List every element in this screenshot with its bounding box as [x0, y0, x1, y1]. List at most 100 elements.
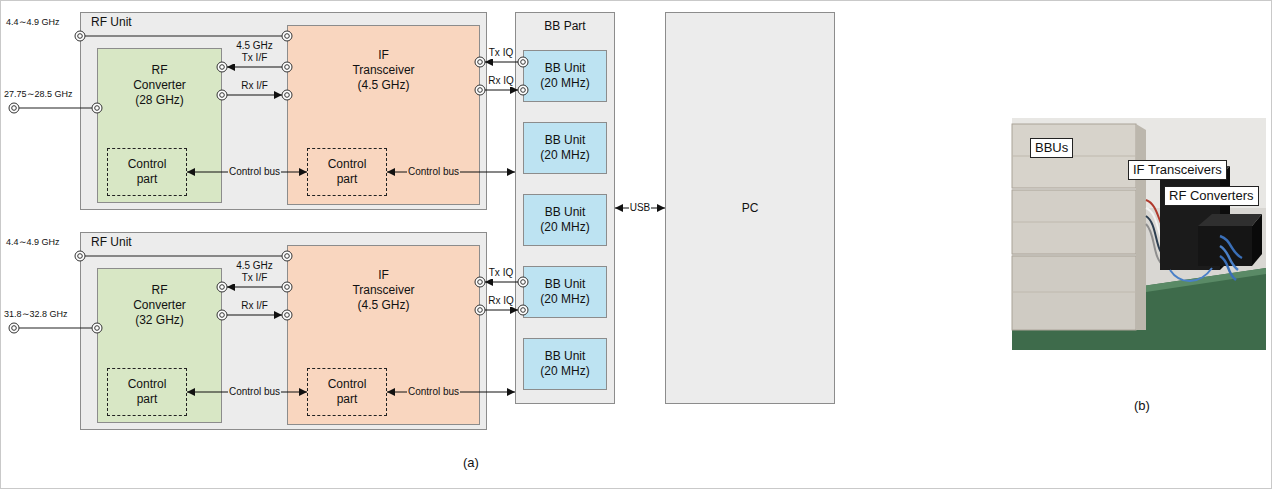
node-text: BB Part: [544, 19, 585, 34]
port-symbol: [282, 310, 292, 320]
edge-label: Rx I/F: [241, 80, 268, 92]
rx-iq-arrow: [485, 309, 518, 310]
edge-label: Rx IQ: [488, 295, 514, 307]
edge-label-patch: Control bus: [228, 166, 281, 178]
rf-box-side: [1252, 214, 1262, 266]
rf-unit: RF Unit RF Converter (28 GHz) Control part…: [80, 12, 487, 210]
frequency-label-box: 4.4∼4.9 GHz: [5, 16, 61, 28]
node-text: PC: [742, 201, 759, 216]
port-symbol: [282, 90, 292, 100]
port-symbol: [475, 277, 485, 287]
bb-unit: BB Unit (20 MHz): [523, 194, 607, 246]
frequency-label: 27.75∼28.5 GHz: [4, 88, 73, 100]
port-symbol: [518, 277, 528, 287]
port-symbol: [92, 103, 102, 113]
bb-unit: BB Unit (20 MHz): [523, 50, 607, 102]
rf-unit-wires: [19, 36, 282, 328]
frequency-label: 4.4∼4.9 GHz: [6, 16, 60, 28]
edge-label-patch: 4.5 GHz Tx I/F: [232, 260, 278, 284]
port-symbol: [92, 323, 102, 333]
node-text: Control part: [322, 157, 372, 187]
edge-label-patch: Rx IQ: [487, 295, 515, 307]
edge-label-patch: Rx I/F: [240, 80, 269, 92]
pc-box: PC: [665, 12, 835, 404]
photo-label: IF Transceivers: [1128, 160, 1227, 180]
node-text: IF Transceiver (4.5 GHz): [349, 268, 419, 313]
node-text: IF Transceiver (4.5 GHz): [349, 48, 419, 93]
bb-part: BB Part BB Unit (20 MHz) BB Unit (20 MHz) B…: [515, 12, 615, 404]
node-text: RF Converters: [1169, 188, 1254, 204]
bb-unit: BB Unit (20 MHz): [523, 122, 607, 174]
edge-label-patch: 4.5 GHz Tx I/F: [232, 40, 278, 64]
bbu-side: [1136, 124, 1146, 330]
node-text: BBUs: [1035, 140, 1068, 156]
port-symbol: [475, 305, 485, 315]
rf-converter: RF Converter (28 GHz) Control part: [97, 48, 222, 203]
edge-label-patch: Control bus: [407, 386, 460, 398]
bbu-seam: [1012, 222, 1136, 223]
photo-label: RF Converters: [1164, 186, 1259, 206]
bbu-seam: [1012, 292, 1136, 293]
if-transceiver: IF Transceiver (4.5 GHz) Control part: [287, 25, 480, 205]
bb-unit: BB Unit (20 MHz): [523, 266, 607, 318]
port-symbol: [217, 310, 227, 320]
edge-label-patch: Rx IQ: [487, 75, 515, 87]
rx-iq-arrow: [485, 89, 518, 90]
bbu-chassis: [1012, 190, 1136, 254]
port-symbol: [9, 103, 19, 113]
edge-label: Control bus: [408, 386, 459, 398]
frequency-label: 31.8∼32.8 GHz: [4, 308, 68, 320]
edge-label: Tx IQ: [489, 47, 513, 59]
port-symbol: [9, 323, 19, 333]
wire: [85, 255, 282, 256]
edge-label-patch: Tx IQ: [488, 267, 514, 279]
port-symbol: [75, 251, 85, 261]
panel-label-box: (b): [1133, 398, 1151, 414]
port-symbol: [282, 62, 292, 72]
frequency-label: 4.4∼4.9 GHz: [6, 236, 60, 248]
node-text: Control part: [322, 377, 372, 407]
edge-label-patch: Control bus: [407, 166, 460, 178]
cable: [1170, 268, 1212, 281]
tx-iq-arrow: [485, 281, 518, 282]
port-symbol: [217, 62, 227, 72]
port-symbol: [282, 31, 292, 41]
node-text: BB Unit (20 MHz): [536, 205, 594, 235]
rx-if-arrow: [227, 94, 282, 95]
node-text: RF Unit: [91, 15, 132, 30]
port-symbol: [475, 85, 485, 95]
edge-label: 4.5 GHz Tx I/F: [233, 40, 277, 64]
node-text: RF Converter (28 GHz): [128, 63, 192, 108]
frequency-label-box: 4.4∼4.9 GHz: [5, 236, 61, 248]
if-transceiver: IF Transceiver (4.5 GHz) Control part: [287, 245, 480, 425]
node-text: IF Transceivers: [1133, 162, 1222, 178]
edge-label: Rx IQ: [488, 75, 514, 87]
control-part: Control part: [107, 148, 187, 196]
photo-wall: [1012, 118, 1266, 350]
tx-iq-arrow: [485, 61, 518, 62]
node-text: Control part: [122, 157, 172, 187]
edge-label-patch: Tx IQ: [488, 47, 514, 59]
node-text: RF Converter (32 GHz): [128, 283, 192, 328]
bb-unit: BB Unit (20 MHz): [523, 338, 607, 390]
port-symbol: [518, 57, 528, 67]
edge-label-patch: Rx I/F: [240, 300, 269, 312]
port-symbol: [282, 251, 292, 261]
port-symbol: [217, 282, 227, 292]
node-text: BB Unit (20 MHz): [536, 61, 594, 91]
rf-box-top: [1198, 214, 1262, 226]
bbu-chassis: [1012, 124, 1136, 188]
edge-label: USB: [630, 202, 651, 214]
ports: [9, 31, 528, 333]
port-symbol: [217, 90, 227, 100]
edge-label: 4.5 GHz Tx I/F: [233, 260, 277, 284]
photo: [1012, 118, 1266, 350]
node-text: Control part: [122, 377, 172, 407]
photo-label: BBUs: [1030, 138, 1073, 158]
panel-label: (a): [463, 455, 479, 471]
bbu-chassis: [1012, 256, 1136, 330]
